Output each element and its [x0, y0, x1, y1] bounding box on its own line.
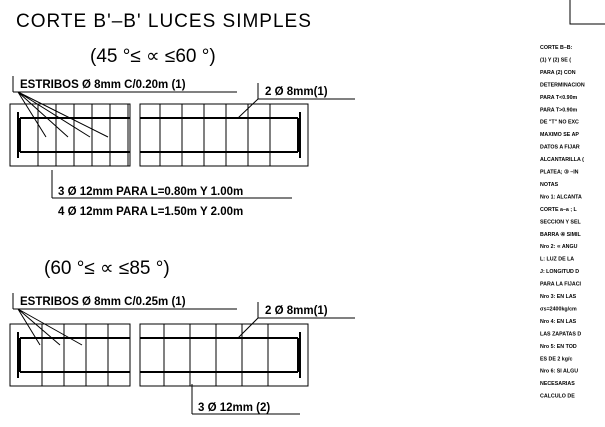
note-line: PLATEA; ③ –IN: [540, 170, 579, 176]
note-line: DATOS A FIJAR: [540, 145, 580, 151]
note-line: L: LUZ DE LA: [540, 257, 574, 263]
stirrup-leaders-1: [17, 91, 109, 138]
note-line: PARA T>0.90m: [540, 107, 578, 113]
note-line: Nro 2: ∝ ANGU: [540, 244, 578, 250]
note-line: CORTE B–B:: [540, 45, 573, 51]
note-line: Nro 4: EN LAS: [540, 319, 577, 325]
stirrups-label-1: ESTRIBOS Ø 8mm C/0.20m (1): [20, 79, 186, 91]
section-1: (45 °≤ ∝ ≤60 °) ESTRIBOS Ø 8mm C/0.20m (…: [9, 46, 355, 218]
rebar-hook-left-1: [17, 112, 21, 158]
note-line: σs=2400kg/cm: [540, 306, 577, 312]
note-line: CALCULO DE: [540, 394, 575, 400]
rebar-hook-right-1: [297, 112, 301, 158]
note-line: PARA LA FIJACI: [540, 282, 582, 288]
notes-panel: CORTE B–B: (1) Y (2) SE ( PARA (2) CON DETE…: [540, 0, 605, 400]
note-line: Nro 6: SI ALGU: [540, 369, 578, 375]
stirrups-left-1: [37, 104, 129, 166]
note-line: J: LONGITUD D: [540, 269, 579, 275]
drawing-title: CORTE B'–B' LUCES SIMPLES: [16, 11, 312, 32]
stirrups-label-2: ESTRIBOS Ø 8mm C/0.25m (1): [20, 296, 186, 308]
bottom-bar-label-1a: 3 Ø 12mm PARA L=0.80m Y 1.00m: [58, 186, 243, 198]
notes-header-box: [569, 0, 605, 25]
beam-left-outline-2: [9, 323, 131, 387]
note-line: ES DE 2 kg/c: [540, 356, 572, 362]
note-line: PARA (2) CON: [540, 70, 576, 76]
beam-left-outline-1: [9, 103, 131, 167]
note-line: NOTAS: [540, 182, 559, 188]
note-line: DETERMINACION: [540, 82, 585, 88]
note-line: ALCANTARILLA (: [540, 157, 584, 163]
section-2: (60 °≤ ∝ ≤85 °) ESTRIBOS Ø 8mm C/0.25m (…: [9, 258, 355, 415]
note-line: (1) Y (2) SE (: [540, 58, 571, 64]
bottom-bar-label-1b: 4 Ø 12mm PARA L=1.50m Y 2.00m: [58, 206, 243, 218]
note-line: PARA T<0.90m: [540, 95, 578, 101]
note-line: Nro 1: ALCANTA: [540, 194, 582, 200]
beam-1: [9, 103, 309, 167]
beam-right-outline-1: [139, 103, 309, 167]
stirrups-left-2: [41, 324, 109, 386]
stirrup-leaders-2: [17, 308, 83, 346]
beam-2: [9, 323, 309, 387]
angle-range-1: (45 °≤ ∝ ≤60 °): [90, 46, 216, 67]
note-line: DE "T" NO EXC: [540, 120, 579, 126]
beam-right-outline-2: [139, 323, 309, 387]
note-line: CORTE a–a ; L: [540, 207, 578, 213]
note-line: Nro 5: EN TOD: [540, 344, 577, 350]
rebar-hook-right-2: [297, 332, 301, 378]
angle-range-2: (60 °≤ ∝ ≤85 °): [44, 258, 170, 279]
top-bar-label-2: 2 Ø 8mm(1): [265, 305, 328, 317]
top-bar-leader-2: [237, 317, 259, 339]
stirrups-right-1: [159, 104, 271, 166]
note-line: LAS ZAPATAS D: [540, 331, 581, 337]
note-line: Nro 3: EN LAS: [540, 294, 577, 300]
rebar-hook-left-2: [17, 332, 21, 378]
note-line: SECCION Y SEL: [540, 219, 581, 225]
note-line: MAXIMO SE AP: [540, 132, 579, 138]
notes-list: CORTE B–B: (1) Y (2) SE ( PARA (2) CON DETE…: [540, 45, 585, 400]
note-line: BARRA ④ SIMIL: [540, 232, 582, 238]
bottom-bar-label-2: 3 Ø 12mm (2): [198, 402, 270, 414]
note-line: NECESARIAS: [540, 381, 575, 387]
top-bar-label-1: 2 Ø 8mm(1): [265, 86, 328, 98]
stirrups-right-2: [163, 324, 269, 386]
